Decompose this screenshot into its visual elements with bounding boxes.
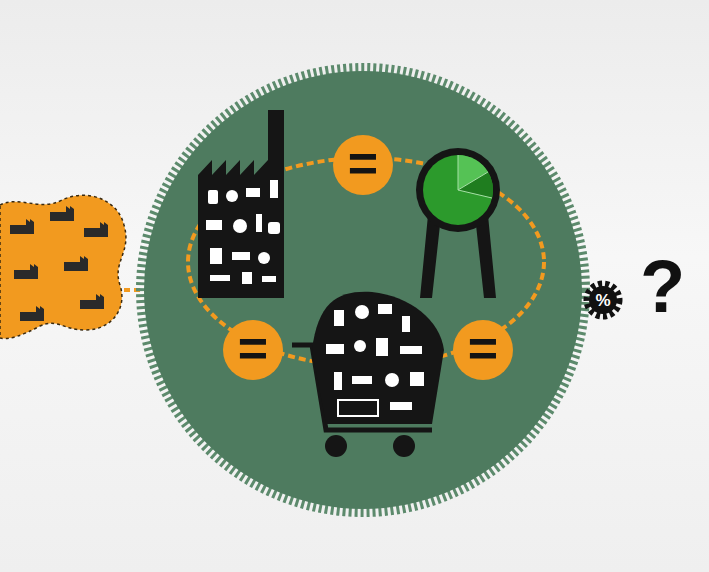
shopping-cart	[292, 292, 444, 457]
industry-region	[0, 195, 146, 338]
equals-sign: =	[348, 137, 378, 189]
green-gear	[141, 68, 585, 512]
equals-circle: =	[223, 320, 283, 380]
percent-gear: %	[583, 280, 623, 320]
equals-sign: =	[238, 322, 268, 374]
factory-icon	[198, 110, 284, 298]
equals-circle: =	[453, 320, 513, 380]
equals-circle: =	[333, 135, 393, 195]
percent-sign: %	[595, 292, 610, 309]
pie-chart-figure	[416, 148, 500, 298]
equals-sign: =	[468, 322, 498, 374]
question-mark: ?	[640, 250, 685, 324]
